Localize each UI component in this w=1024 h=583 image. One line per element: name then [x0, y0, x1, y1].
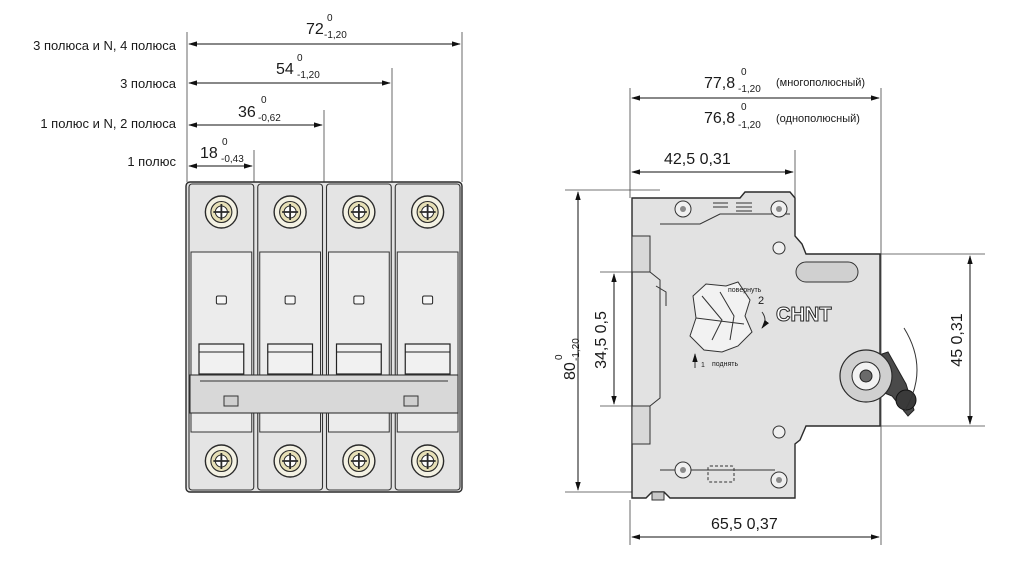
breaker-front: [185, 181, 463, 493]
dim-value-18: 18: [200, 145, 218, 162]
depth-multi-value: 77,8: [704, 75, 735, 92]
brand-logo: CHNT: [776, 304, 832, 326]
depth-single-tol-lower: -1,20: [738, 120, 761, 131]
label-lift: поднять: [712, 361, 738, 368]
depth-single-tol-upper: 0: [741, 102, 747, 113]
depth-multi-tol-upper: 0: [741, 67, 747, 78]
dim-tol-upper-36: 0: [261, 95, 267, 106]
depth-multi-note: (многополюсный): [776, 77, 865, 89]
dim-tol-lower-18: -0,43: [221, 154, 244, 165]
height-total-tol-upper: 0: [554, 354, 565, 360]
top-depth-value: 42,5 0,31: [664, 151, 731, 168]
pole-module: [257, 183, 324, 491]
height-total-tol-lower: -1,20: [571, 338, 582, 361]
terminal-screw-icon: [410, 195, 445, 229]
width-dimensions: [186, 32, 463, 182]
toggle-handle: [839, 327, 918, 417]
pole-tie-bar: [189, 374, 459, 414]
depth-single-value: 76,8: [704, 110, 735, 127]
pole-module: [394, 183, 461, 491]
depth-single-note: (однополюсный): [776, 113, 860, 125]
terminal-screw-icon: [204, 444, 239, 478]
dim-value-72: 72: [306, 21, 324, 38]
row-label-3pole: 3 полюса: [120, 76, 177, 91]
dim-value-36: 36: [238, 104, 256, 121]
rotate-arrow-icon: [761, 311, 770, 329]
dim-tol-upper-54: 0: [297, 53, 303, 64]
dim-tol-upper-72: 0: [327, 13, 333, 24]
breaker-side: [631, 191, 881, 501]
pole-module: [325, 183, 392, 491]
bottom-depth-value: 65,5 0,37: [711, 516, 778, 533]
terminal-screw-icon: [342, 195, 376, 229]
terminal-screw-icon: [342, 444, 376, 478]
label-step-1: 1: [701, 362, 705, 369]
depth-multi-tol-lower: -1,20: [738, 84, 761, 95]
pole-module: [188, 183, 255, 491]
dim-value-54: 54: [276, 61, 294, 78]
row-label-1pole: 1 полюс: [127, 154, 176, 169]
rail-height-value: 34,5 0,5: [593, 311, 610, 369]
terminal-screw-icon: [410, 444, 445, 478]
label-step-2: 2: [758, 295, 764, 307]
front-height-value: 45 0,31: [949, 313, 966, 366]
dim-tol-lower-36: -0,62: [258, 113, 281, 124]
front-view: 3 полюса и N, 4 полюса 3 полюса 1 полюс …: [33, 13, 463, 493]
height-total-value: 80: [562, 362, 579, 380]
terminal-screw-icon: [204, 195, 239, 229]
terminal-screw-icon: [273, 195, 307, 229]
terminal-screw-icon: [273, 444, 307, 478]
dim-tol-upper-18: 0: [222, 137, 228, 148]
row-label-4pole: 3 полюса и N, 4 полюса: [33, 38, 177, 53]
side-view: 77,8 0 -1,20 (многополюсный) 76,8 0 -1,2…: [554, 67, 985, 545]
label-turn: повернуть: [728, 287, 762, 294]
warning-sticker: [689, 281, 753, 353]
row-label-2pole: 1 полюс и N, 2 полюса: [40, 116, 176, 131]
dim-tol-lower-54: -1,20: [297, 70, 320, 81]
dim-tol-lower-72: -1,20: [324, 30, 347, 41]
